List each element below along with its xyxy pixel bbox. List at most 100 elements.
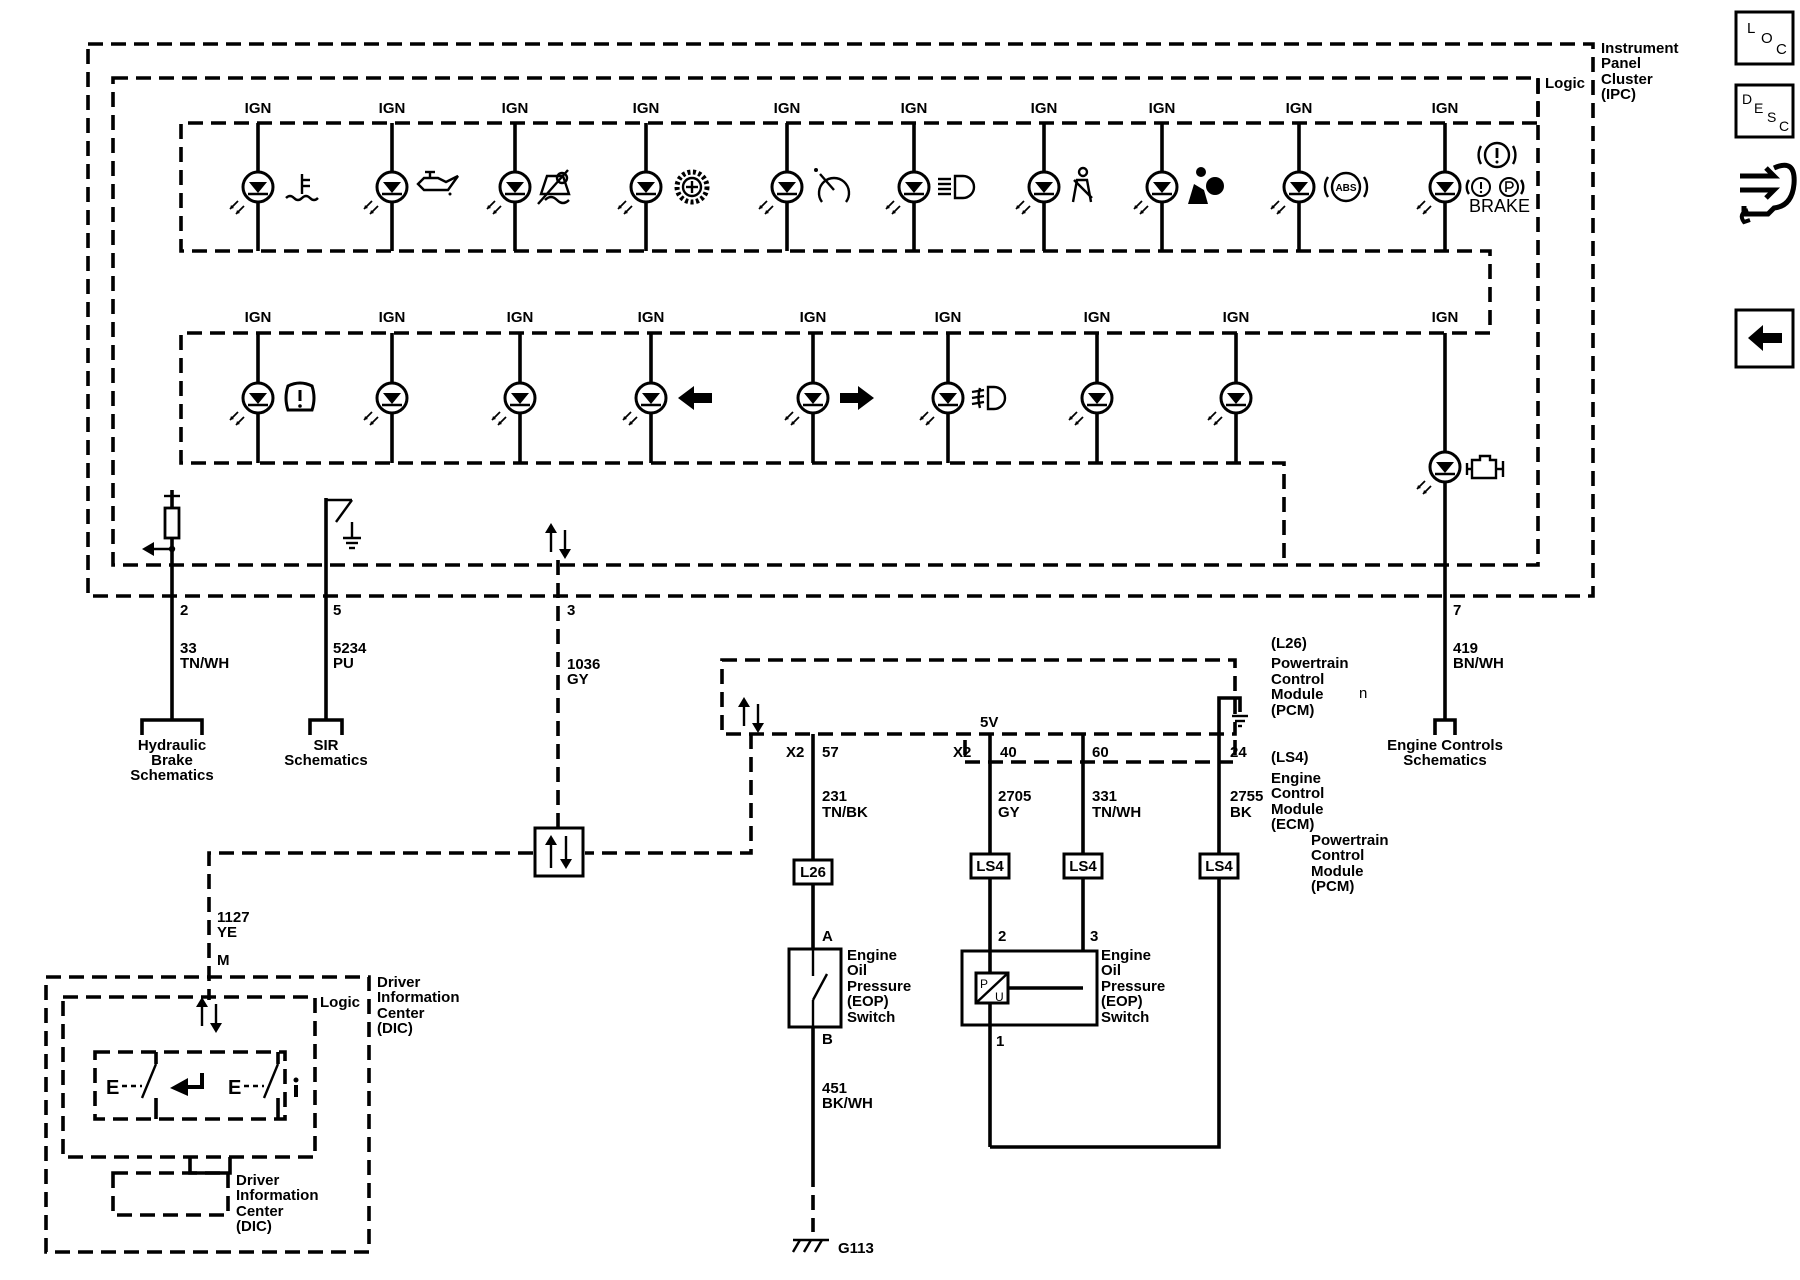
wire-color: GY xyxy=(567,671,589,688)
diagnostic-tools-icon[interactable] xyxy=(1739,162,1797,225)
ign-label: IGN xyxy=(1223,309,1250,326)
left-turn-arrow-icon xyxy=(678,386,712,410)
indicator-lamp xyxy=(228,170,275,216)
loc-letter: L xyxy=(1747,20,1755,37)
indicator-lamp xyxy=(1014,170,1061,216)
splice-pack-box xyxy=(533,826,585,878)
description-button[interactable]: D E S C xyxy=(1734,83,1795,139)
loc-letter: O xyxy=(1761,30,1773,47)
loc-letter: C xyxy=(1776,41,1787,58)
top-row-wires xyxy=(256,123,1447,251)
eop-switch-label: Engine xyxy=(847,947,897,964)
dic-sub-outline xyxy=(111,1171,230,1217)
circuit-number: 1036 xyxy=(567,656,600,673)
serial-data-symbol xyxy=(545,523,571,860)
brake-label: BRAKE xyxy=(1469,196,1530,216)
option-tag-label: LS4 xyxy=(1205,858,1233,875)
indicator-lamp xyxy=(1067,381,1114,427)
eop-sensor-label: Engine xyxy=(1101,947,1151,964)
indicator-lamp xyxy=(485,170,532,216)
dic-sub-label: Information xyxy=(236,1187,319,1204)
ipc-logic-label: Logic xyxy=(1545,75,1585,92)
pin-label: M xyxy=(217,952,230,969)
serial-data-wire xyxy=(585,734,753,855)
pcm-note: n xyxy=(1359,685,1367,702)
ecm-title: (ECM) xyxy=(1271,816,1314,833)
circuit-number: 33 xyxy=(180,640,197,657)
sir-schematics-ref: Schematics xyxy=(284,752,367,769)
eop-switch-label: Oil xyxy=(847,962,867,979)
dic-sub-label: (DIC) xyxy=(236,1218,272,1235)
pin-label: 5 xyxy=(333,602,341,619)
oil-pressure-icon xyxy=(416,170,459,196)
pin-label: 7 xyxy=(1453,602,1461,619)
hydraulic-brake-ref: Brake xyxy=(151,752,193,769)
option-tag-label: LS4 xyxy=(1069,858,1097,875)
ign-label: IGN xyxy=(379,309,406,326)
indicator-lamp xyxy=(621,381,668,427)
indicator-lamp xyxy=(490,381,537,427)
brake-warning-icon xyxy=(1465,141,1525,197)
powertrain-control-module: (L26) Powertrain Control Module (PCM) n … xyxy=(720,635,1389,895)
indicator-lamp xyxy=(362,170,409,216)
connector-x2: X2 xyxy=(953,744,971,761)
eop-sensor-label: (EOP) xyxy=(1101,993,1143,1010)
dic-sub-label: Center xyxy=(236,1203,284,1220)
indicator-lamp xyxy=(884,170,931,216)
switch-e-label: E xyxy=(228,1077,241,1099)
pcm-title-2: Module xyxy=(1311,863,1364,880)
abs-icon: ABS xyxy=(1323,171,1369,203)
pin-label: B xyxy=(822,1031,833,1048)
dic-info-switch: E xyxy=(228,1052,299,1119)
pin-label: 57 xyxy=(822,744,839,761)
wire-color: TN/WH xyxy=(180,655,229,672)
circuit-number: 1127 xyxy=(217,909,250,926)
ground-label: G113 xyxy=(838,1240,874,1257)
indicator-lamp xyxy=(1415,450,1462,496)
brake-fluid-switch xyxy=(142,490,181,720)
high-beam-icon xyxy=(938,174,976,200)
cruise-control-icon xyxy=(814,168,851,203)
option-tag xyxy=(969,852,1011,880)
airbag-icon xyxy=(1188,167,1224,204)
pcm-outline xyxy=(720,658,1237,736)
side-navigation: L O C D E S C xyxy=(1734,10,1797,369)
ground-g113: G113 xyxy=(791,1238,874,1257)
ign-label: IGN xyxy=(1432,309,1459,326)
pcm-title: Powertrain xyxy=(1271,655,1349,672)
eop-switch-l26 xyxy=(787,947,843,1029)
pin-label: 3 xyxy=(1090,928,1098,945)
ign-label: IGN xyxy=(1286,100,1313,117)
sir-schematics-ref: SIR xyxy=(313,737,338,754)
dic-title: Driver xyxy=(377,974,421,991)
pin-label: A xyxy=(822,928,833,945)
wire-color: TN/WH xyxy=(1092,804,1141,821)
circuit-number: 419 xyxy=(1453,640,1478,657)
eop-switch-label: Pressure xyxy=(847,978,911,995)
eop-sensor-label: Pressure xyxy=(1101,978,1165,995)
check-engine-circuit xyxy=(1415,333,1505,720)
eop-switch-label: Switch xyxy=(847,1009,895,1026)
back-button[interactable] xyxy=(1734,308,1795,369)
pcm-title: (PCM) xyxy=(1271,702,1314,719)
eop-switch-label: (EOP) xyxy=(847,993,889,1010)
desc-letter: S xyxy=(1767,109,1776,125)
desc-letter: D xyxy=(1742,91,1752,107)
pin-label: 1 xyxy=(996,1033,1004,1050)
circuit-number: 2705 xyxy=(998,788,1031,805)
hydraulic-brake-ref: Schematics xyxy=(130,767,213,784)
ecm-title: Engine xyxy=(1271,770,1321,787)
ign-label: IGN xyxy=(935,309,962,326)
ign-label: IGN xyxy=(774,100,801,117)
engine-controls-ref: Schematics xyxy=(1403,752,1486,769)
wire-color: BK/WH xyxy=(822,1095,873,1112)
pin-label: 3 xyxy=(567,602,575,619)
indicator-lamp xyxy=(228,381,275,427)
ipc-connector-labels: 2 33 TN/WH 5 5234 PU 3 1036 GY 7 419 BN/… xyxy=(180,602,1504,688)
switch-e-label: E xyxy=(106,1077,119,1099)
location-button[interactable]: L O C xyxy=(1734,10,1795,66)
driver-information-center: Driver Information Center (DIC) Logic E … xyxy=(44,974,460,1254)
circuit-number: 5234 xyxy=(333,640,367,657)
wire-color: BN/WH xyxy=(1453,655,1504,672)
